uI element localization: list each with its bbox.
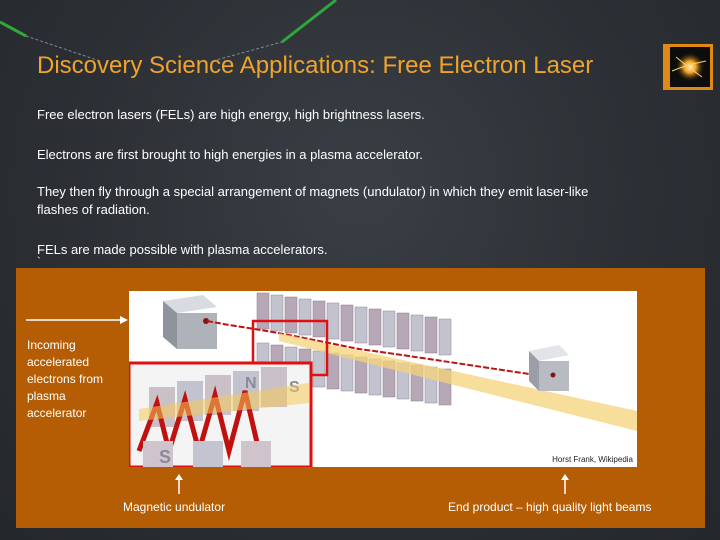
detector-block [529,345,569,391]
up-arrow-icon [174,474,184,494]
caption-end-product: End product – high quality light beams [448,500,651,514]
right-arrow-icon [26,314,130,326]
image-credit: Horst Frank, Wikipedia [552,455,633,464]
up-arrow-icon [560,474,570,494]
logo-icon [663,44,713,90]
paragraph-1: Free electron lasers (FELs) are high ene… [37,106,677,124]
caption-magnetic-undulator: Magnetic undulator [123,500,225,514]
paragraph-4: FELs are made possible with plasma accel… [37,241,677,259]
upper-magnet-row [257,293,451,355]
inset-magnet-letter-s: S [159,447,171,467]
paragraph-2: Electrons are first brought to high ener… [37,146,677,164]
slide-title: Discovery Science Applications: Free Ele… [37,52,657,80]
undulator-illustration: N S S [129,291,637,467]
paragraph-3: They then fly through a special arrangem… [37,183,632,219]
incoming-electrons-label: Incoming accelerated electrons from plas… [27,337,122,422]
magnet-letter-n: N [245,375,257,392]
logo-accent-bar [666,44,670,90]
zoom-inset: N S S [129,363,311,467]
decorative-lines [0,0,720,60]
undulator-figure: N S S Horst Frank, Wikipedia [129,291,637,467]
